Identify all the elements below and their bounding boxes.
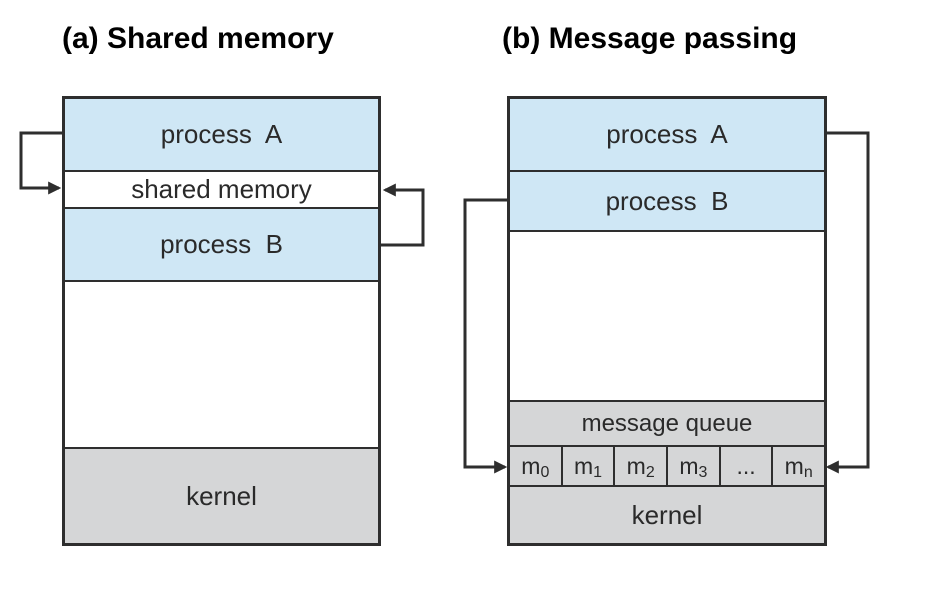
arrow-process-a-to-shared-memory xyxy=(19,131,62,195)
queue-cell-mn-sub: n xyxy=(803,464,813,481)
queue-cell-m1-sub: 1 xyxy=(593,464,603,481)
panel-a-kernel-label: kernel xyxy=(186,480,257,511)
panel-a-process-a-label: process A xyxy=(160,119,283,149)
queue-cell-ellipsis: ... xyxy=(718,447,772,485)
queue-cell-m0-base: m xyxy=(521,452,541,479)
panel-a-process-b-label: process B xyxy=(160,229,283,259)
panel-b-empty-region xyxy=(510,232,824,402)
panel-a-process-a: process A xyxy=(65,99,378,172)
queue-cell-m2-sub: 2 xyxy=(645,464,655,481)
arrow-process-a-to-message-queue xyxy=(825,131,870,474)
queue-cell-mn-base: m xyxy=(784,452,804,479)
queue-cell-m0-sub: 0 xyxy=(540,464,550,481)
queue-cell-ellipsis-base: ... xyxy=(736,452,756,479)
queue-cell-m3-base: m xyxy=(679,452,699,479)
panel-b-kernel: kernel xyxy=(510,487,824,543)
queue-cell-m3-sub: 3 xyxy=(698,464,708,481)
panel-a-process-b: process B xyxy=(65,209,378,282)
panel-b-message-queue-label: message queue xyxy=(581,409,753,437)
panel-a-shared-memory-label: shared memory xyxy=(131,174,312,204)
arrow-process-b-to-shared-memory xyxy=(381,183,425,247)
panel-b-process-a-label: process A xyxy=(606,119,728,149)
panel-b-message-queue: message queue xyxy=(510,402,824,447)
panel-b-title: (b) Message passing xyxy=(502,22,798,55)
queue-cell-m2-base: m xyxy=(626,452,646,479)
panel-a-shared-memory: shared memory xyxy=(65,172,378,209)
panel-a-box: process A shared memory process B kernel xyxy=(62,96,381,546)
panel-a-empty-region xyxy=(65,282,378,449)
panel-b-process-b: process B xyxy=(510,172,824,232)
panel-b-process-a: process A xyxy=(510,99,824,172)
queue-cell-m1-base: m xyxy=(573,452,594,479)
arrow-process-b-to-message-queue xyxy=(463,198,508,474)
panel-a-title: (a) Shared memory xyxy=(62,22,334,55)
panel-b-process-b-label: process B xyxy=(605,185,729,216)
panel-a-kernel: kernel xyxy=(65,449,378,543)
panel-b-kernel-label: kernel xyxy=(631,499,703,530)
